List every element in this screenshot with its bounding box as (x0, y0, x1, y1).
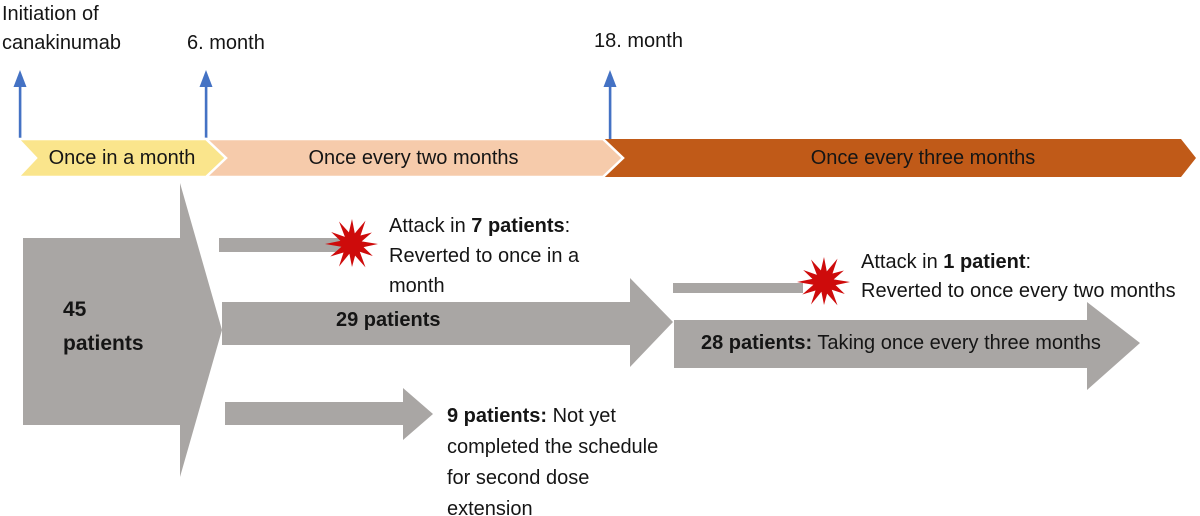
flow-9-patients-arrow (225, 388, 433, 440)
marker-arrow-6-month-icon (199, 70, 213, 139)
marker-arrow-initiation-icon (13, 70, 27, 139)
attack1-count: 7 patients (471, 215, 565, 237)
flow-29-patients-arrow (222, 278, 673, 367)
attack2-count: 1 patient (943, 251, 1026, 273)
flow28-count: 28 patients: (701, 332, 813, 354)
attack2-prefix: Attack in (861, 251, 944, 273)
attack2-connector-bar (673, 283, 803, 293)
attack-burst-2-icon (797, 257, 850, 306)
attack1-prefix: Attack in (389, 215, 472, 237)
flow9-detail: Not yet completed the schedule for secon… (447, 405, 659, 516)
flow-28-patients-arrow (674, 302, 1140, 390)
month-6-label: 6. month (187, 32, 265, 54)
attack-1-patient-note: Attack in 1 patient: Reverted to once ev… (861, 248, 1200, 306)
phase-label-once-every-two-months: Once every two months (308, 146, 519, 169)
attack-7-patients-note: Attack in 7 patients: Reverted to once i… (389, 211, 629, 301)
month-18-label: 18. month (594, 30, 683, 52)
attack1-connector-bar (219, 238, 345, 252)
flow-28-patients-label: 28 patients: Taking once every three mon… (701, 329, 1101, 358)
phase-label-once-every-three-months: Once every three months (810, 146, 1036, 169)
timeline-marker-icons (13, 70, 617, 139)
attack-burst-1-icon (325, 219, 378, 268)
flow-9-patients-note: 9 patients: Not yet completed the schedu… (447, 401, 697, 516)
marker-arrow-18-month-icon (603, 70, 617, 139)
attack2-detail: : Reverted to once every two months (861, 251, 1176, 302)
phase-chevron-once-in-a-month (15, 137, 228, 179)
flow-29-patients-label: 29 patients (336, 309, 441, 331)
flow28-detail: Taking once every three months (812, 332, 1101, 354)
attack1-detail: : Reverted to once in a month (389, 215, 580, 297)
phase-label-once-in-a-month: Once in a month (48, 146, 196, 169)
phase-chevron-once-every-three-months (601, 139, 1196, 177)
flow9-count: 9 patients: (447, 405, 548, 427)
start-45-patients-label: 45 patients (63, 298, 144, 355)
start-45-patients-arrow (23, 183, 222, 477)
initiation-label: Initiation of canakinumab (2, 3, 121, 54)
